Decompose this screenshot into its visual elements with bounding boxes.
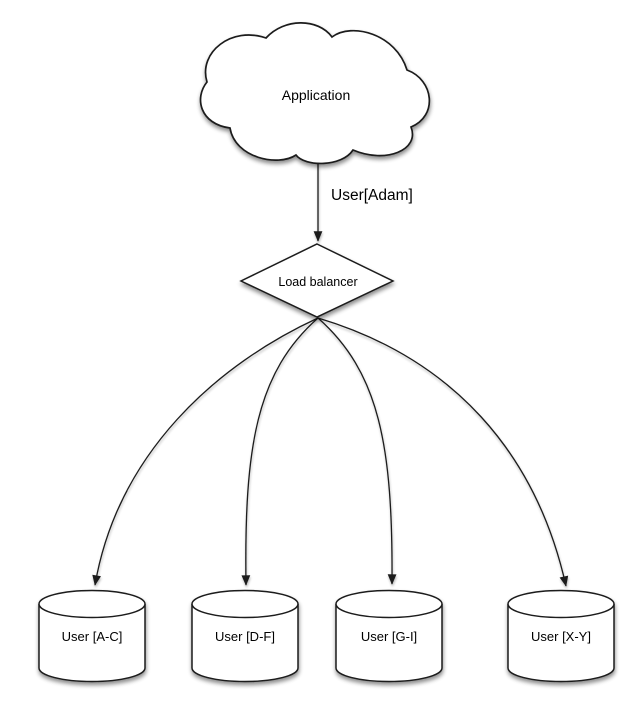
database-cylinder-top — [191, 589, 299, 619]
cloud-icon — [199, 22, 431, 165]
database-cylinder-icon — [335, 604, 443, 683]
load-balancer-node — [239, 243, 395, 318]
application-cloud-node — [199, 22, 431, 165]
edge-loadbalancer-to-shard-df — [241, 317, 319, 586]
database-cylinder-icon — [38, 604, 146, 683]
application-label: Application — [282, 87, 351, 103]
connector-edges — [92, 162, 569, 587]
shard-db-node-ac — [38, 589, 146, 683]
shard-db-node-xy — [507, 589, 615, 683]
diamond-icon — [239, 243, 395, 318]
edge-loadbalancer-to-shard-xy — [317, 317, 397, 585]
shard-db-node-gi — [335, 589, 443, 683]
request-edge-label: User[Adam] — [331, 187, 413, 204]
shard-label-xy: User [X-Y] — [531, 629, 591, 644]
edge-loadbalancer-to-shard-gi — [317, 317, 569, 587]
database-cylinder-icon — [191, 604, 299, 683]
shard-label-df: User [D-F] — [215, 629, 275, 644]
database-cylinder-icon — [507, 604, 615, 683]
database-cylinder-top — [335, 589, 443, 619]
shard-label-gi: User [G-I] — [361, 629, 417, 644]
database-cylinder-top — [38, 589, 146, 619]
shard-db-node-df — [191, 589, 299, 683]
shard-label-ac: User [A-C] — [62, 629, 123, 644]
load-balancer-label: Load balancer — [278, 275, 357, 289]
database-cylinder-top — [507, 589, 615, 619]
edge-loadbalancer-to-shard-ac — [92, 317, 319, 586]
